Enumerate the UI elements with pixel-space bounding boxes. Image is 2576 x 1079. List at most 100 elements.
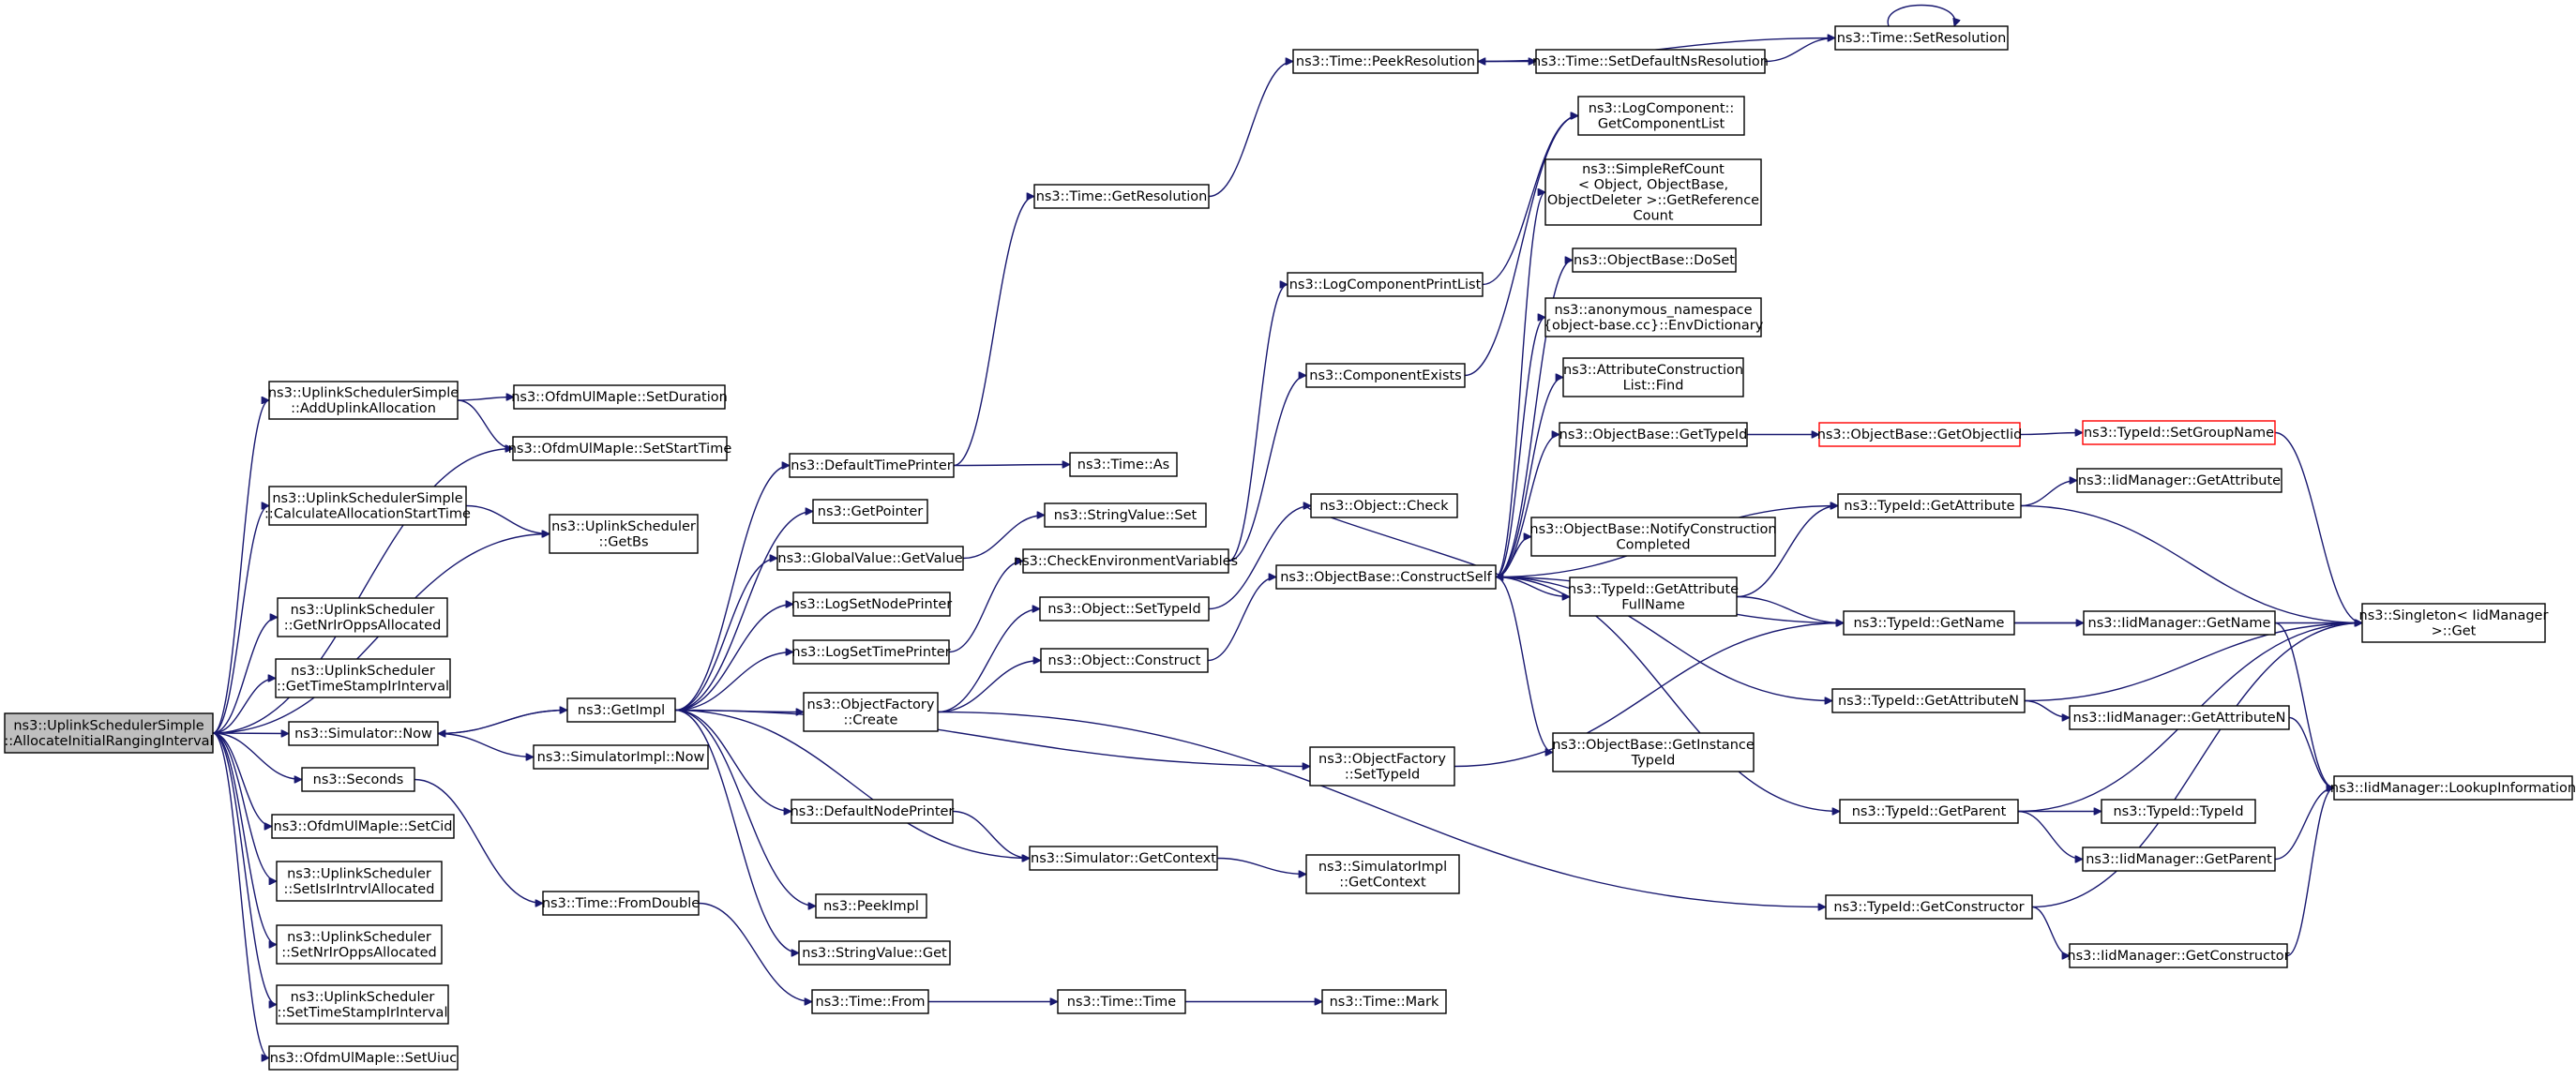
node-obj-construct[interactable]: ns3::Object::Construct <box>1040 648 1209 673</box>
node-label: ns3::LogSetTimePrinter <box>791 645 950 660</box>
node-label: GetComponentList <box>1598 116 1725 131</box>
node-iid-get-name[interactable]: ns3::IidManager::GetName <box>2083 610 2276 636</box>
call-edge-tid-get-attribute-to-iid-get-attribute <box>2020 481 2077 507</box>
node-root[interactable]: ns3::UplinkSchedulerSimple::AllocateInit… <box>4 712 214 754</box>
node-box <box>1292 49 1479 74</box>
node-time-as[interactable]: ns3::Time::As <box>1069 452 1178 477</box>
node-set-duration[interactable]: ns3::OfdmUlMapIe::SetDuration <box>511 384 728 410</box>
node-get-pointer[interactable]: ns3::GetPointer <box>812 499 928 524</box>
node-tid-get-attribute[interactable]: ns3::TypeId::GetAttribute <box>1837 493 2022 518</box>
node-label: ns3::ObjectBase::DoSet <box>1574 253 1735 268</box>
node-time-from[interactable]: ns3::Time::From <box>811 989 929 1014</box>
node-sim-now[interactable]: ns3::Simulator::Now <box>288 721 439 746</box>
node-box <box>1029 846 1218 871</box>
node-label: ns3::Time::From <box>816 995 926 1010</box>
node-tid-get-parent[interactable]: ns3::TypeId::GetParent <box>1839 799 2019 824</box>
node-iid-get-parent[interactable]: ns3::IidManager::GetParent <box>2082 847 2276 872</box>
node-box <box>1577 96 1745 136</box>
call-edge-tid-get-constructor-to-singleton-get <box>2031 623 2362 908</box>
node-peek-impl[interactable]: ns3::PeekImpl <box>815 893 927 919</box>
node-get-bs[interactable]: ns3::UplinkScheduler::GetBs <box>549 514 699 554</box>
node-sv-get[interactable]: ns3::StringValue::Get <box>798 940 951 966</box>
call-edge-comp-exists-to-get-comp-list <box>1464 116 1578 377</box>
node-iid-lookup[interactable]: ns3::IidManager::LookupInformation <box>2330 775 2576 801</box>
node-get-nr-ir-opps[interactable]: ns3::UplinkScheduler::GetNrIrOppsAllocat… <box>277 597 448 637</box>
node-box <box>1569 577 1738 617</box>
node-seconds[interactable]: ns3::Seconds <box>301 767 415 792</box>
node-get-comp-list[interactable]: ns3::LogComponent::GetComponentList <box>1577 96 1745 136</box>
node-iid-get-attribute[interactable]: ns3::IidManager::GetAttribute <box>2076 468 2282 493</box>
node-box <box>1305 363 1466 388</box>
node-log-comp-print[interactable]: ns3::LogComponentPrintList <box>1287 272 1484 297</box>
node-ob-get-type-id[interactable]: ns3::ObjectBase::GetTypeId <box>1559 422 1748 447</box>
node-box <box>268 1045 459 1071</box>
node-box <box>1044 502 1207 528</box>
node-of-set-type-id[interactable]: ns3::ObjectFactory::SetTypeId <box>1309 746 1455 787</box>
node-log-set-node[interactable]: ns3::LogSetNodePrinter <box>791 592 953 617</box>
call-edge-root-to-seconds <box>212 732 302 780</box>
node-comp-exists[interactable]: ns3::ComponentExists <box>1305 363 1466 388</box>
node-of-create[interactable]: ns3::ObjectFactory::Create <box>803 692 939 732</box>
node-get-impl[interactable]: ns3::GetImpl <box>566 697 676 723</box>
call-edge-sim-get-context-to-sim-impl-get-context <box>1216 857 1306 875</box>
node-sim-get-context[interactable]: ns3::Simulator::GetContext <box>1029 846 1218 871</box>
node-tid-get-constructor[interactable]: ns3::TypeId::GetConstructor <box>1825 894 2033 920</box>
node-label: ns3::IidManager::GetParent <box>2086 852 2272 867</box>
node-singleton-get[interactable]: ns3::Singleton< IidManager >::Get <box>2359 603 2549 643</box>
node-set-uiuc[interactable]: ns3::OfdmUlMapIe::SetUiuc <box>268 1045 459 1071</box>
node-label: ns3::IidManager::GetAttribute <box>2078 473 2281 488</box>
node-box <box>1275 564 1497 590</box>
node-peek-resolution[interactable]: ns3::Time::PeekResolution <box>1292 49 1479 74</box>
node-set-start-time[interactable]: ns3::OfdmUlMapIe::SetStartTime <box>508 436 732 461</box>
node-set-cid[interactable]: ns3::OfdmUlMapIe::SetCid <box>271 814 455 839</box>
node-sv-set[interactable]: ns3::StringValue::Set <box>1044 502 1207 528</box>
call-edge-root-to-set-ts-ir <box>212 732 277 1005</box>
node-gv-get-value[interactable]: ns3::GlobalValue::GetValue <box>776 546 964 571</box>
node-label: ns3::Time::GetResolution <box>1036 189 1208 204</box>
node-check-env[interactable]: ns3::CheckEnvironmentVariables <box>1014 548 1238 574</box>
node-set-is-ir[interactable]: ns3::UplinkScheduler::SetIsIrIntrvlAlloc… <box>276 861 443 902</box>
node-iid-get-attribute-n[interactable]: ns3::IidManager::GetAttributeN <box>2069 705 2290 730</box>
node-label: ns3::IidManager::GetAttributeN <box>2072 711 2285 726</box>
node-calc-alloc[interactable]: ns3::UplinkSchedulerSimple::CalculateAll… <box>264 486 471 526</box>
node-box <box>1309 746 1455 787</box>
node-sim-impl-now[interactable]: ns3::SimulatorImpl::Now <box>533 744 709 770</box>
node-label: ::GetTimeStampIrInterval <box>277 679 449 694</box>
node-sim-impl-get-context[interactable]: ns3::SimulatorImpl::GetContext <box>1305 854 1460 894</box>
node-from-double[interactable]: ns3::Time::FromDouble <box>542 891 700 916</box>
node-simple-ref-count[interactable]: ns3::SimpleRefCount< Object, ObjectBase,… <box>1544 158 1762 226</box>
node-get-ts-ir[interactable]: ns3::UplinkScheduler::GetTimeStampIrInte… <box>275 658 451 698</box>
node-log-set-time[interactable]: ns3::LogSetTimePrinter <box>791 639 951 665</box>
node-box <box>1033 184 1210 209</box>
node-tid-set-group-name[interactable]: ns3::TypeId::SetGroupName <box>2082 420 2276 445</box>
node-ob-construct-self[interactable]: ns3::ObjectBase::ConstructSelf <box>1275 564 1497 590</box>
node-ob-do-set[interactable]: ns3::ObjectBase::DoSet <box>1572 247 1737 273</box>
node-time-mark[interactable]: ns3::Time::Mark <box>1321 989 1447 1014</box>
node-ob-get-object-iid[interactable]: ns3::ObjectBase::GetObjectIid <box>1817 422 2023 447</box>
node-env-dictionary[interactable]: ns3::anonymous_namespace{object-base.cc}… <box>1544 297 1764 337</box>
node-ob-notify[interactable]: ns3::ObjectBase::NotifyConstructionCompl… <box>1529 517 1777 557</box>
node-get-resolution[interactable]: ns3::Time::GetResolution <box>1033 184 1210 209</box>
node-set-resolution[interactable]: ns3::Time::SetResolution <box>1834 25 2009 51</box>
node-box <box>2069 943 2288 968</box>
node-box <box>1818 422 2021 447</box>
node-set-nr-ir[interactable]: ns3::UplinkScheduler::SetNrIrOppsAllocat… <box>276 924 443 965</box>
node-iid-get-constructor[interactable]: ns3::IidManager::GetConstructor <box>2067 943 2290 968</box>
node-tid-get-name[interactable]: ns3::TypeId::GetName <box>1843 610 2015 636</box>
node-obj-set-type-id[interactable]: ns3::Object::SetTypeId <box>1039 596 1210 622</box>
node-add-uplink[interactable]: ns3::UplinkSchedulerSimple::AddUplinkAll… <box>268 381 459 420</box>
node-def-node-printer[interactable]: ns3::DefaultNodePrinter <box>791 799 955 824</box>
node-def-time-printer[interactable]: ns3::DefaultTimePrinter <box>789 453 955 478</box>
node-time-time[interactable]: ns3::Time::Time <box>1057 989 1186 1014</box>
node-box <box>277 597 448 637</box>
node-tid-type-id[interactable]: ns3::TypeId::TypeId <box>2101 799 2256 824</box>
node-box <box>1305 854 1460 894</box>
node-obj-check[interactable]: ns3::Object::Check <box>1310 493 1458 518</box>
node-box <box>301 767 415 792</box>
node-tid-get-attribute-n[interactable]: ns3::TypeId::GetAttributeN <box>1831 688 2026 713</box>
node-set-default-ns-res[interactable]: ns3::Time::SetDefaultNsResolution <box>1532 49 1769 74</box>
node-set-ts-ir[interactable]: ns3::UplinkScheduler::SetTimeStampIrInte… <box>276 984 449 1025</box>
